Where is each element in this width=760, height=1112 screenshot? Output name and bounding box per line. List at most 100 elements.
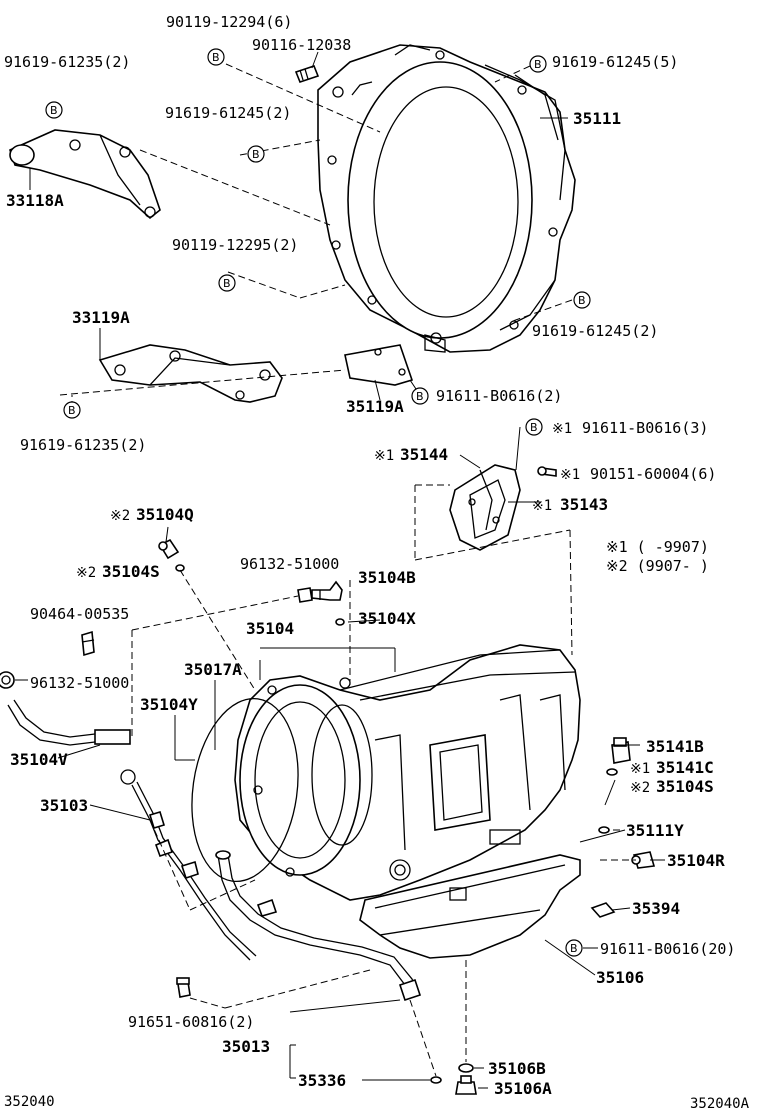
star2-marker: ※2 (110, 508, 130, 524)
label-96132-51000-a: 96132-51000 (240, 555, 339, 573)
label-91651-60816: 91651-60816(2) (128, 1013, 254, 1031)
label-35103: 35103 (40, 796, 88, 815)
label-35104R: 35104R (667, 851, 725, 870)
label-91619-61235-top: 91619-61235(2) (4, 53, 130, 71)
label-91619-61245-2a: 91619-61245(2) (165, 104, 291, 122)
label-91611-B0616-20: 91611-B0616(20) (600, 940, 735, 958)
svg-text:B: B (534, 58, 542, 71)
bracket-33118A (9, 129, 161, 220)
dipstick-35103 (120, 769, 257, 961)
label-35394: 35394 (632, 899, 680, 918)
label-35143: 35143 (560, 495, 608, 514)
b-markers: B B B B B B B B B B (45, 48, 591, 957)
fitting-35104Q (158, 538, 180, 560)
label-35104B: 35104B (358, 568, 416, 587)
svg-text:B: B (223, 277, 231, 290)
b-marker: B (565, 939, 583, 957)
label-35336: 35336 (298, 1071, 346, 1090)
label-90464-00535: 90464-00535 (30, 605, 129, 623)
b-marker: B (247, 145, 265, 163)
label-91611-B0616-2: 91611-B0616(2) (436, 387, 562, 405)
star2-marker: ※2 (630, 780, 650, 796)
label-96132-51000-b: 96132-51000 (30, 674, 129, 692)
b-marker: B (529, 55, 547, 73)
svg-text:B: B (416, 390, 424, 403)
stud-bolt-90116-12038 (294, 65, 320, 83)
b-marker: B (218, 274, 236, 292)
label-35144: 35144 (400, 445, 448, 464)
plate-35119A (344, 344, 414, 386)
svg-text:B: B (68, 404, 76, 417)
label-35106A: 35106A (494, 1079, 552, 1098)
label-35104Q: 35104Q (136, 505, 194, 524)
label-35104V: 35104V (10, 750, 68, 769)
star1-marker: ※1 (532, 498, 552, 514)
filler-tube-35013 (215, 850, 422, 1002)
label-35106: 35106 (596, 968, 644, 987)
transmission-case-35104 (234, 644, 581, 901)
label-35111: 35111 (573, 109, 621, 128)
b-marker: B (45, 101, 63, 119)
diagram-code-right: 352040A (690, 1096, 750, 1112)
label-35104X: 35104X (358, 609, 416, 628)
label-35104S: 35104S (102, 562, 160, 581)
oil-pan-35106 (359, 854, 581, 959)
label-35141B: 35141B (646, 737, 704, 756)
label-35013: 35013 (222, 1037, 270, 1056)
label-33119A: 33119A (72, 308, 130, 327)
cover-35144-35143 (449, 464, 521, 551)
note-star1: ※1 ( -9907) (606, 538, 709, 556)
oring-35111Y (598, 826, 610, 834)
screw-90151-60004 (537, 466, 557, 477)
b-marker: B (411, 387, 429, 405)
gasket-35394 (590, 902, 616, 918)
washer-35104S (175, 564, 185, 572)
star1-marker: ※1 (560, 467, 580, 483)
label-91611-B0616-3: 91611-B0616(3) (582, 419, 708, 437)
label-35104Y: 35104Y (140, 695, 198, 714)
svg-text:B: B (212, 51, 220, 64)
label-35141C: 35141C (656, 758, 714, 777)
plug-35141B (611, 737, 631, 764)
label-91619-61235-bot: 91619-61235(2) (20, 436, 146, 454)
b-marker: B (63, 401, 81, 419)
elbow-96132-51000-b (0, 671, 15, 689)
gasket-35104Y (191, 697, 299, 883)
label-35106B: 35106B (488, 1059, 546, 1078)
leader-lines (15, 51, 665, 1089)
label-35017A: 35017A (184, 660, 242, 679)
star1-marker: ※1 (630, 761, 650, 777)
label-91619-61245-5: 91619-61245(5) (552, 53, 678, 71)
gasket-35106B (458, 1063, 474, 1073)
bell-housing-35111 (317, 44, 576, 353)
hose-35104V (7, 699, 131, 746)
svg-text:B: B (530, 421, 538, 434)
star1-marker: ※1 (374, 448, 394, 464)
label-90119-12294: 90119-12294(6) (166, 13, 292, 31)
label-35111Y: 35111Y (626, 821, 684, 840)
label-90119-12295: 90119-12295(2) (172, 236, 298, 254)
elbow-96132-51000-a (297, 580, 343, 603)
note-star2: ※2 (9907- ) (606, 557, 709, 575)
svg-text:B: B (50, 104, 58, 117)
label-35119A: 35119A (346, 397, 404, 416)
label-35104: 35104 (246, 619, 294, 638)
label-91619-61245-2b: 91619-61245(2) (532, 322, 658, 340)
diagram-code-left: 352040 (4, 1094, 55, 1110)
b-marker: B (573, 291, 591, 309)
label-90151-60004: 90151-60004(6) (590, 465, 716, 483)
b-marker: B (207, 48, 225, 66)
connector-90464-00535 (81, 630, 95, 657)
label-33118A: 33118A (6, 191, 64, 210)
svg-text:B: B (252, 148, 260, 161)
plug-35104R (631, 851, 656, 869)
part-labels: 90119-12294(6) 90116-12038 91619-61235(2… (4, 13, 750, 1112)
b-marker: B (525, 418, 543, 436)
label-90116-12038: 90116-12038 (252, 36, 351, 54)
svg-text:B: B (578, 294, 586, 307)
star1-marker: ※1 (552, 421, 572, 437)
oring-35104X (335, 618, 345, 626)
gasket-35141C (606, 768, 618, 776)
